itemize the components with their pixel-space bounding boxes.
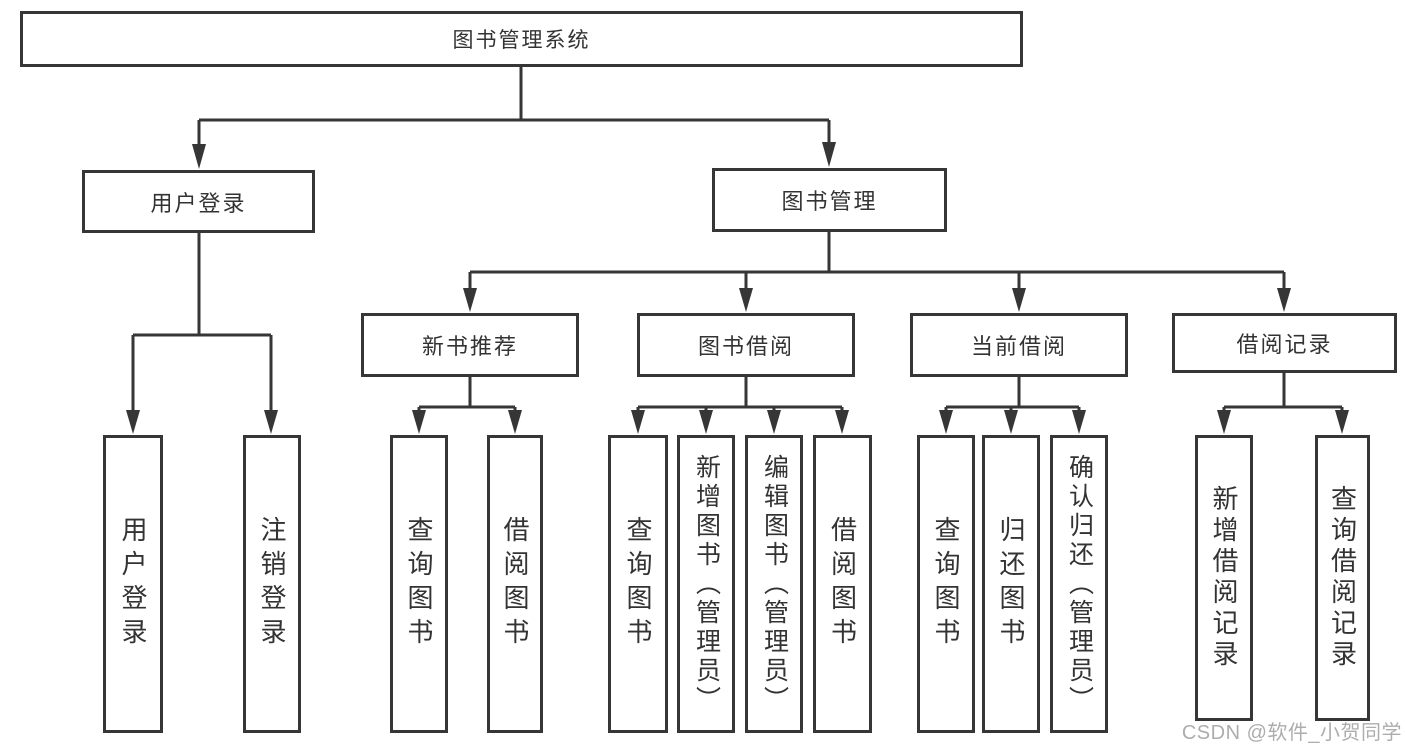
node-book-borrowing: 图书借阅 [637, 313, 855, 377]
node-borrow-records: 借阅记录 [1172, 313, 1397, 373]
arrowhead-icons [126, 142, 1349, 434]
leaf-logout: 注销登录 [243, 435, 301, 733]
leaf-edit-book-admin: 编辑图书（管理员） [745, 435, 803, 733]
node-label: 归还图书 [996, 516, 1026, 652]
leaf-query-borrow-record: 查询借阅记录 [1315, 435, 1370, 721]
node-label: 图书管理 [781, 189, 878, 214]
leaf-query-books-current: 查询图书 [917, 435, 975, 733]
node-label: 图书管理系统 [452, 29, 591, 52]
node-label: 新增图书（管理员） [692, 453, 721, 715]
node-label: 查询图书 [404, 516, 434, 652]
node-label: 借阅图书 [827, 516, 858, 652]
node-label: 用户登录 [118, 516, 148, 652]
node-label: 图书借阅 [697, 334, 794, 359]
leaf-add-book-admin: 新增图书（管理员） [677, 435, 735, 733]
leaf-return-book: 归还图书 [982, 435, 1040, 733]
leaf-user-login: 用户登录 [103, 435, 163, 733]
node-label: 查询图书 [931, 516, 961, 652]
node-new-book-recommend: 新书推荐 [361, 313, 579, 377]
watermark-text: CSDN @软件_小贺同学 [1181, 722, 1402, 744]
node-label: 查询借阅记录 [1327, 485, 1358, 671]
node-label: 借阅图书 [500, 516, 530, 652]
leaf-confirm-return-admin: 确认归还（管理员） [1050, 435, 1108, 733]
node-label: 借阅记录 [1236, 332, 1333, 357]
leaf-add-borrow-record: 新增借阅记录 [1195, 435, 1253, 721]
leaf-query-books-borrowing: 查询图书 [608, 435, 668, 733]
leaf-query-books-recommend: 查询图书 [390, 435, 448, 733]
node-label: 确认归还（管理员） [1065, 453, 1094, 715]
node-label: 查询图书 [623, 516, 653, 652]
node-label: 注销登录 [257, 516, 287, 652]
node-user-login: 用户登录 [82, 170, 315, 233]
leaf-borrow-books-recommend: 借阅图书 [487, 435, 543, 733]
node-root: 图书管理系统 [20, 11, 1023, 67]
node-label: 用户登录 [150, 190, 247, 216]
node-label: 新增借阅记录 [1209, 485, 1239, 671]
node-label: 编辑图书（管理员） [760, 453, 789, 715]
node-current-borrowing: 当前借阅 [910, 313, 1128, 377]
node-label: 当前借阅 [970, 334, 1067, 359]
leaf-borrow-books-borrowing: 借阅图书 [813, 435, 872, 733]
node-label: 新书推荐 [421, 334, 518, 359]
node-book-management: 图书管理 [712, 168, 947, 232]
